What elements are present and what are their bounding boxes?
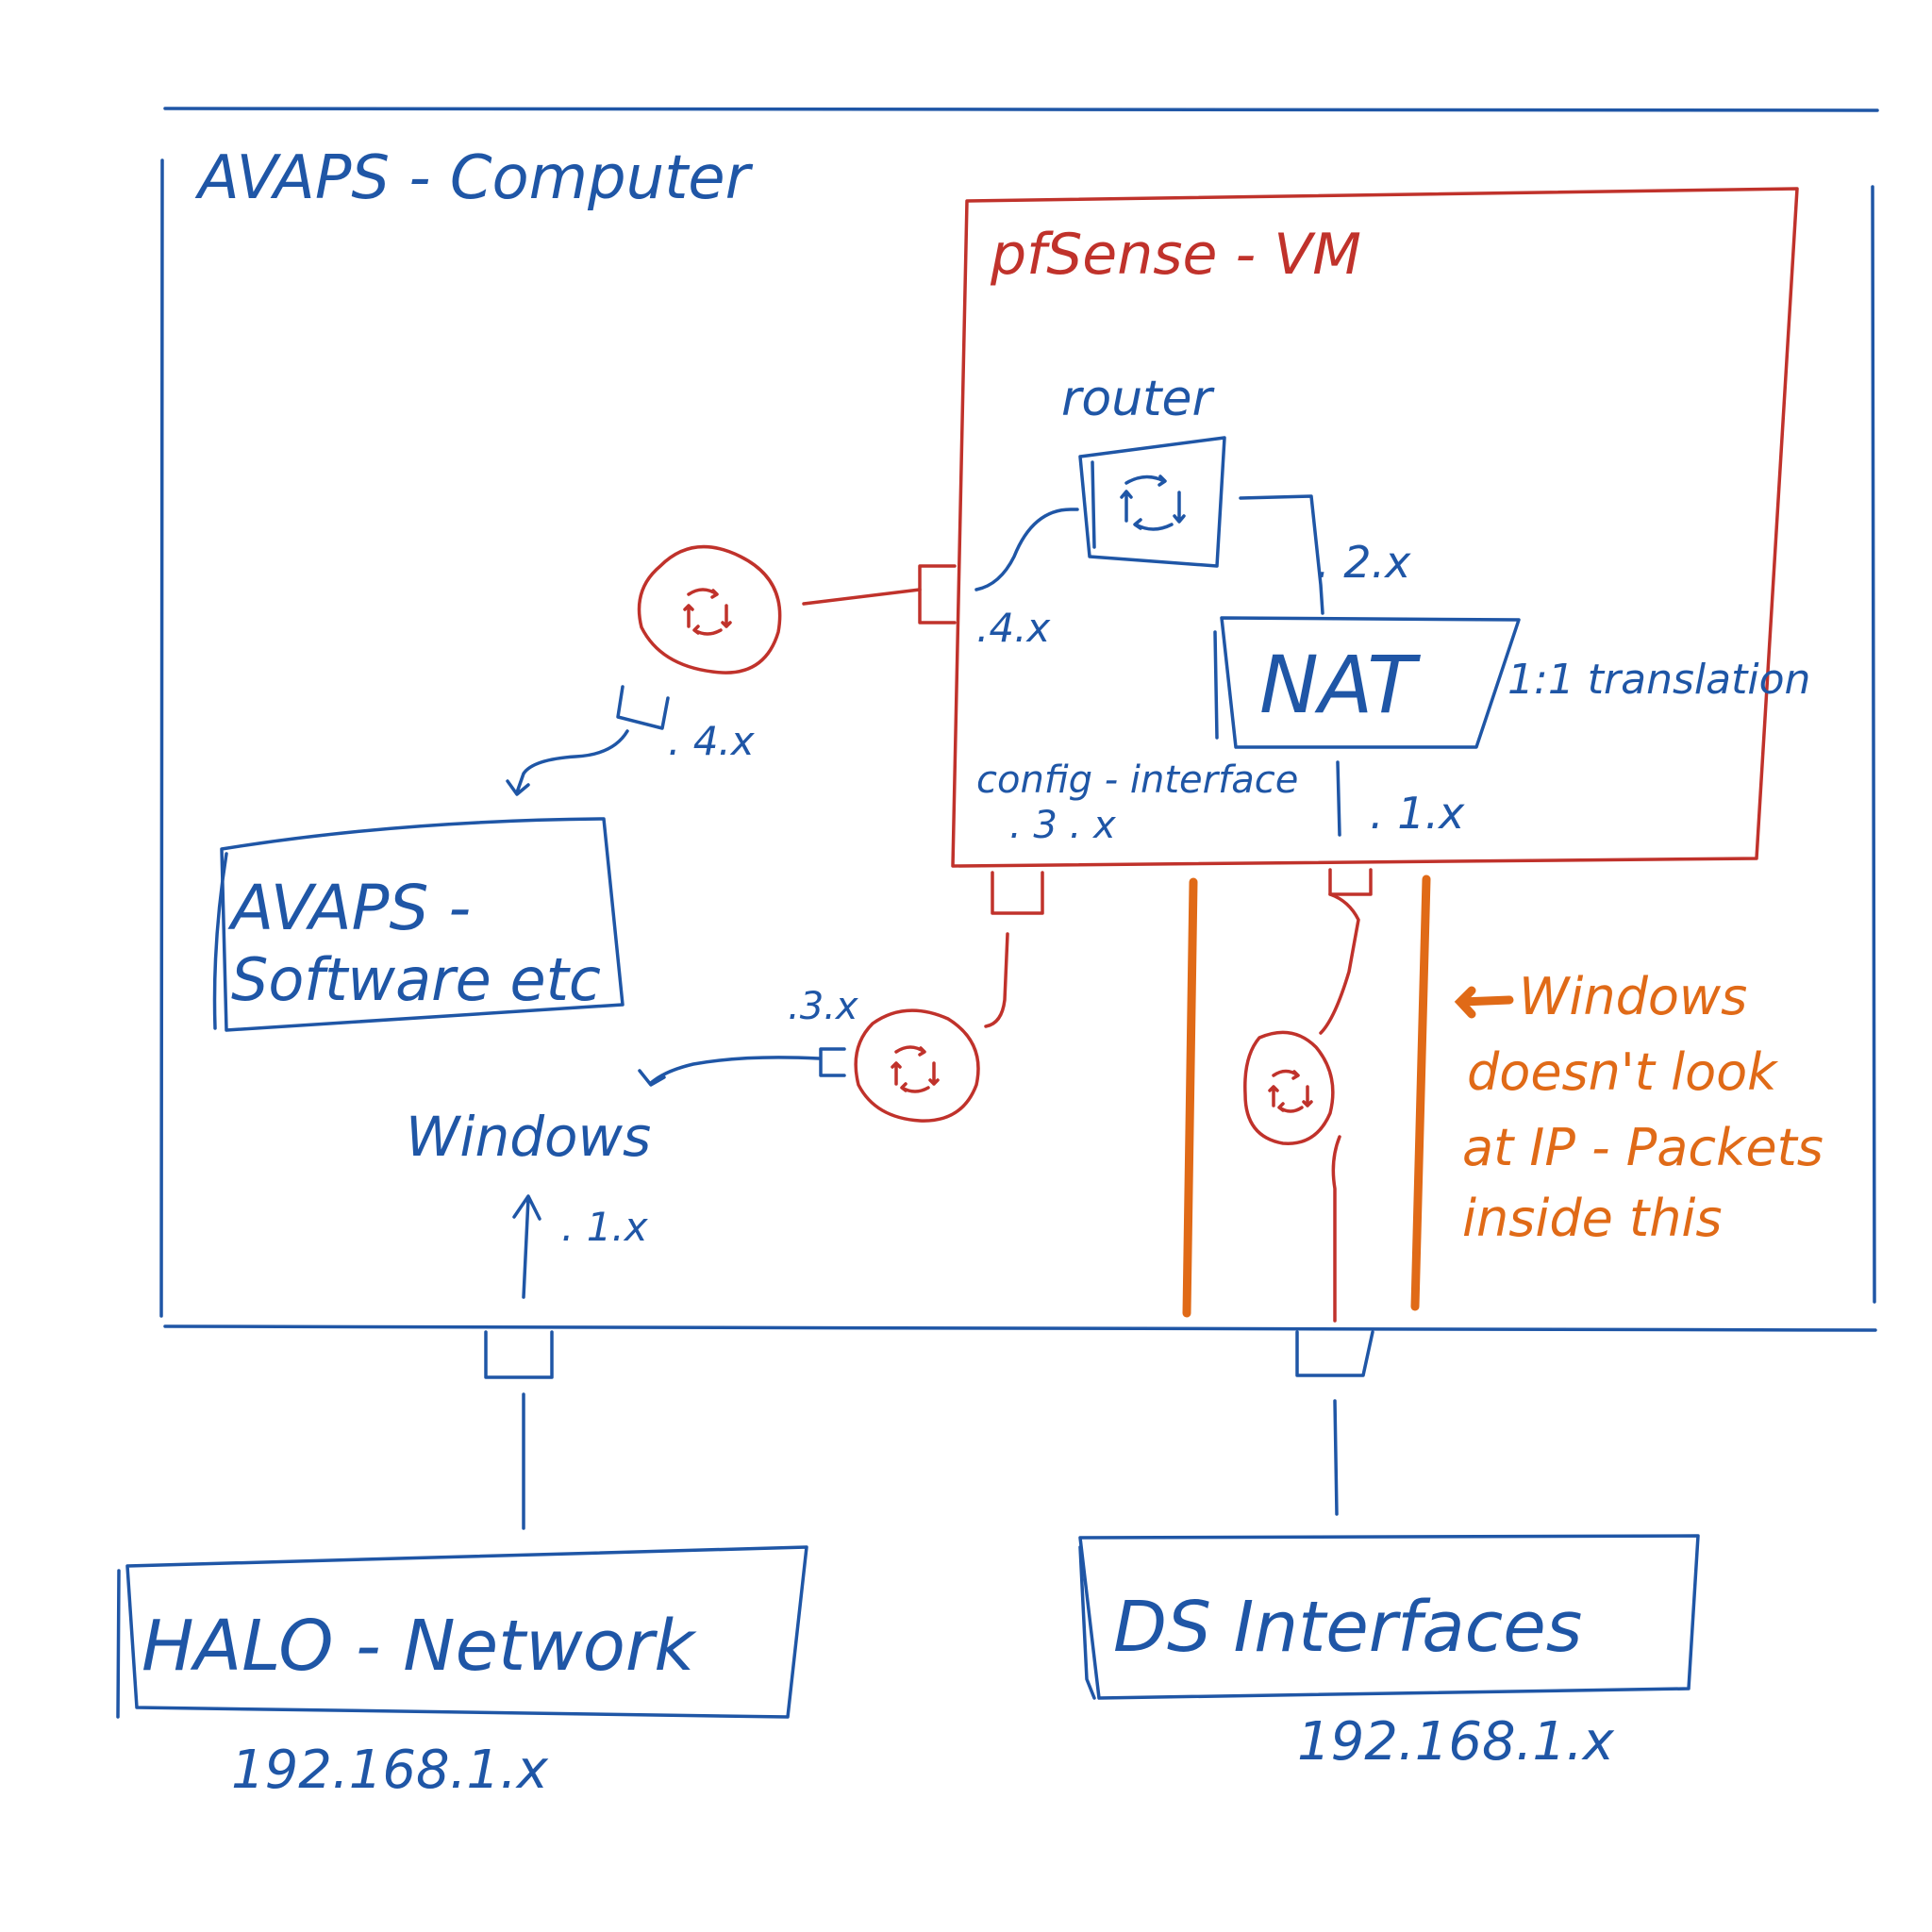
win-if-1-arrow <box>512 1194 541 1299</box>
tunnel-right-line <box>1410 874 1431 1311</box>
vm-if-3-label: . 3 . x <box>1009 804 1116 847</box>
tunnel-left-line <box>1182 877 1198 1318</box>
win-if-1-label: . 1.x <box>561 1204 649 1250</box>
router-label: router <box>1061 371 1216 427</box>
software-line1: AVAPS - <box>227 872 471 944</box>
config-interface-label: config - interface <box>976 758 1298 802</box>
virtual-adapter-icon <box>637 544 782 675</box>
vm-if-1-label: . 1.x <box>1370 788 1465 839</box>
note-arrow <box>1454 986 1514 1019</box>
nat-note: 1:1 translation <box>1507 656 1810 704</box>
nat-down-link <box>1336 760 1341 837</box>
halo-box <box>116 1545 808 1719</box>
vm-if-2-label: . 2.x <box>1316 537 1411 588</box>
virtual-adapter-icon <box>854 1008 980 1123</box>
ds-box <box>1078 1534 1700 1700</box>
win-if-4-label: . 4.x <box>668 718 756 764</box>
note-line2: doesn't look <box>1467 1042 1779 1102</box>
vm-if-4-port <box>918 564 957 625</box>
router-to-nat-link <box>1239 494 1324 615</box>
win-if-3-link <box>638 1056 821 1087</box>
note-line1: Windows <box>1519 967 1747 1026</box>
win-if-4-port <box>616 685 670 730</box>
computer-title: AVAPS - Computer <box>194 143 754 213</box>
vm-if-1-link <box>1319 892 1360 1035</box>
halo-port <box>484 1330 554 1379</box>
software-line2: Software etc <box>231 945 601 1014</box>
note-line4: inside this <box>1462 1189 1723 1248</box>
vm-title: pfSense - VM <box>990 222 1361 288</box>
nat-box <box>1213 616 1521 749</box>
vm-if-4-link <box>802 588 922 606</box>
win-if-3-label: .3.x <box>788 985 858 1028</box>
router-icon <box>1120 475 1186 531</box>
win-if-3-port <box>819 1047 846 1077</box>
nat-label: NAT <box>1259 639 1421 731</box>
vm-if-1-port <box>1328 868 1373 896</box>
halo-label: HALO - Network <box>142 1606 697 1687</box>
windows-label: Windows <box>406 1105 651 1169</box>
ds-ip: 192.168.1.x <box>1297 1711 1615 1773</box>
vm-if-4-label: .4.x <box>976 605 1051 651</box>
software-box <box>212 817 625 1032</box>
router-to-if4-link <box>974 508 1079 591</box>
halo-ip: 192.168.1.x <box>231 1740 549 1801</box>
ds-label: DS Interfaces <box>1113 1587 1582 1668</box>
ds-link <box>1333 1399 1339 1516</box>
vm-if-3-port <box>991 871 1044 915</box>
virtual-adapter-icon <box>1243 1030 1335 1145</box>
win-if-4-link <box>506 729 629 796</box>
ds-port <box>1295 1330 1374 1377</box>
note-line3: at IP - Packets <box>1462 1118 1824 1177</box>
vm-frame <box>951 187 1799 868</box>
computer-frame <box>159 107 1879 1332</box>
router-box <box>1078 436 1226 568</box>
adapter-ds-link <box>1331 1135 1341 1323</box>
vm-if-3-link <box>984 932 1009 1028</box>
